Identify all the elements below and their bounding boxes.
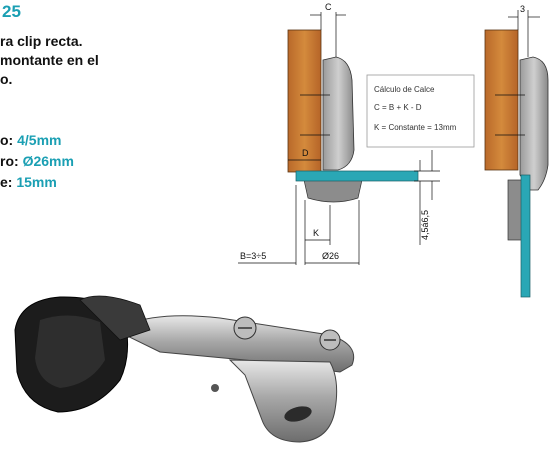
hinge-side-view: C D K B=3÷5 Ø26 4,5á6,5 xyxy=(238,2,440,265)
calc-constant: K = Constante = 13mm xyxy=(374,123,457,132)
description-line: ra clip recta. xyxy=(0,33,83,49)
description-line: montante en el xyxy=(0,52,99,68)
spec-item: e: 15mm xyxy=(0,174,57,190)
spec-value: 4/5mm xyxy=(17,132,62,148)
hinge-photo xyxy=(14,295,355,443)
height-dimension-label: 4,5á6,5 xyxy=(420,210,430,240)
spec-label: ro: xyxy=(0,153,23,169)
wood-side-panel xyxy=(287,29,322,173)
spec-value: 15mm xyxy=(16,174,57,190)
b-dimension-label: B=3÷5 xyxy=(240,251,266,261)
calc-title: Cálculo de Calce xyxy=(374,85,435,94)
door-panel-right xyxy=(520,174,531,298)
calc-box: Cálculo de Calce C = B + K - D K = Const… xyxy=(366,74,475,148)
spec-value: Ø26mm xyxy=(22,153,74,169)
k-dimension-label: K xyxy=(313,228,319,238)
calc-formula: C = B + K - D xyxy=(374,103,422,112)
product-code: 25 xyxy=(2,2,21,21)
spec-item: o: 4/5mm xyxy=(0,132,61,148)
hinge-cup xyxy=(303,179,363,203)
three-dimension-label: 3 xyxy=(520,4,525,14)
wood-side-panel-right xyxy=(484,29,519,171)
mounting-plate xyxy=(228,359,338,443)
c-dimension-label: C xyxy=(325,2,332,12)
diameter-label: Ø26 xyxy=(322,251,339,261)
hinge-arm-right xyxy=(519,56,549,191)
description-line: o. xyxy=(0,71,13,87)
d-dimension-label: D xyxy=(302,148,309,158)
hinge-arm xyxy=(322,56,355,171)
spec-label: o: xyxy=(0,132,18,148)
mounting-slot xyxy=(284,406,312,422)
hinge-open-view: 3 xyxy=(484,4,549,298)
hinge-cup-right xyxy=(507,179,523,241)
door-panel xyxy=(295,170,419,182)
spec-label: e: xyxy=(0,174,17,190)
product-description: ra clip recta. montante en el o. xyxy=(0,32,99,89)
spec-item: ro: Ø26mm xyxy=(0,153,74,169)
